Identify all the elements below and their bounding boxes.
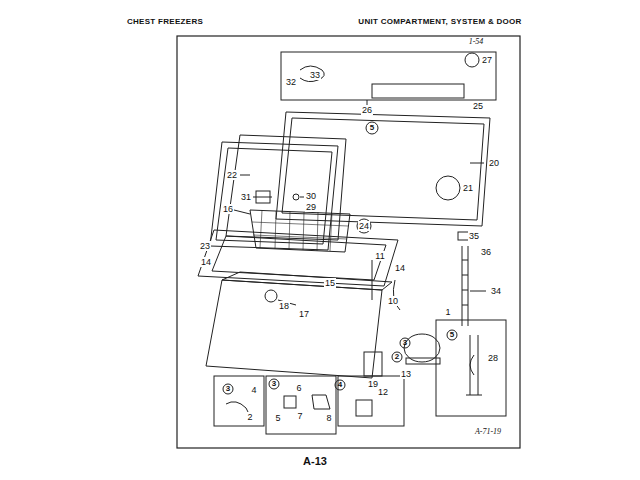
callout-number: 6: [295, 383, 302, 393]
callout-number: 2: [394, 352, 400, 362]
basket: [250, 210, 350, 252]
condenser: [462, 246, 468, 326]
callout-number: 7: [296, 411, 303, 421]
callout-number: 14: [200, 257, 212, 267]
leader: [253, 197, 272, 198]
inset-box: [338, 376, 404, 426]
relay-part: [284, 396, 296, 408]
lid-outer-inner: [282, 118, 484, 220]
callout-number: 33: [309, 70, 321, 80]
callout-number: 4: [337, 380, 343, 390]
heater-part: [466, 335, 482, 395]
callout-number: 22: [226, 170, 238, 180]
callout-number: 11: [374, 251, 385, 261]
callout-number: 30: [305, 191, 317, 201]
callout-number: 16: [222, 204, 234, 214]
leader: [234, 210, 250, 214]
inset-box: [214, 376, 264, 426]
detail-circle: [465, 53, 479, 67]
lid-liner: [226, 135, 346, 240]
callout-number: 29: [305, 202, 317, 212]
callout-number: 26: [361, 105, 373, 115]
callout-number: 13: [400, 369, 412, 379]
callout-circle: [223, 384, 233, 394]
callout-number: 34: [490, 286, 502, 296]
callout-number: 28: [487, 353, 499, 363]
relay: [364, 352, 382, 376]
callout-number: 27: [481, 55, 493, 65]
lid-gasket: [210, 142, 338, 250]
capacitor-part: [356, 400, 372, 416]
page-number: A-13: [302, 456, 328, 466]
inset-box: [266, 376, 336, 434]
callout-circle: [392, 352, 402, 362]
callout-circle: [447, 330, 457, 340]
leader: [300, 197, 304, 198]
lid-outer: [276, 112, 490, 226]
callout-number: 3: [225, 384, 231, 394]
callout-number: 35: [468, 231, 480, 241]
callout-circle: [400, 338, 410, 348]
callout-number: 12: [377, 387, 389, 397]
callout-number: 5: [274, 413, 281, 423]
hinge-inset: [281, 52, 496, 100]
leader: [240, 175, 250, 176]
callout-number: 32: [285, 77, 297, 87]
callout-number: 8: [325, 413, 332, 423]
cabinet-front: [206, 280, 382, 378]
detail-circle: [436, 176, 460, 200]
header-text: UNIT COMPARTMENT, SYSTEM & DOOR: [357, 17, 522, 27]
callout-number: 17: [298, 309, 310, 319]
lock-part: [293, 194, 299, 200]
hinge-bracket: [372, 84, 464, 98]
basket-grid: [252, 210, 348, 251]
callout-number: 3: [402, 338, 408, 348]
callout-number: 14: [394, 263, 406, 273]
lid-gasket-inner: [216, 148, 332, 244]
callout-number: 15: [324, 278, 336, 288]
callout-number: 4: [250, 385, 257, 395]
callout-number: 36: [480, 247, 492, 257]
thermostat-knob: [265, 290, 277, 302]
breaker-trim-inner: [212, 236, 386, 280]
callout-number: 5: [369, 123, 375, 133]
hinge-spring: [300, 66, 324, 82]
callout-number: 23: [199, 241, 211, 251]
callout-number: 24: [358, 221, 370, 231]
callout-number: 31: [240, 192, 252, 202]
callout-circle: [269, 379, 279, 389]
compressor-base: [406, 358, 440, 364]
inset-box: [436, 320, 506, 416]
callout-number: 1: [444, 307, 451, 317]
detail-circle: [357, 219, 371, 233]
handwritten-note: A-71-19: [474, 427, 502, 437]
overload-part: [312, 395, 330, 409]
callout-number: 10: [387, 296, 399, 306]
leader: [470, 291, 486, 292]
page-frame: [177, 36, 520, 448]
handwritten-note: 1-54: [468, 37, 485, 47]
drain-tube: [372, 260, 373, 300]
callout-number: 25: [472, 101, 484, 111]
callout-circle: [335, 380, 345, 390]
callout-circle: [366, 122, 378, 134]
callout-number: 18: [278, 301, 290, 311]
callout-number: 2: [246, 412, 253, 422]
callout-number: 21: [462, 183, 474, 193]
leader: [470, 163, 484, 164]
callout-number: 20: [488, 158, 500, 168]
header-text: CHEST FREEZERS: [126, 17, 204, 27]
callout-number: 3: [271, 379, 277, 389]
callout-number: 5: [449, 330, 455, 340]
cabinet-top: [222, 272, 392, 290]
